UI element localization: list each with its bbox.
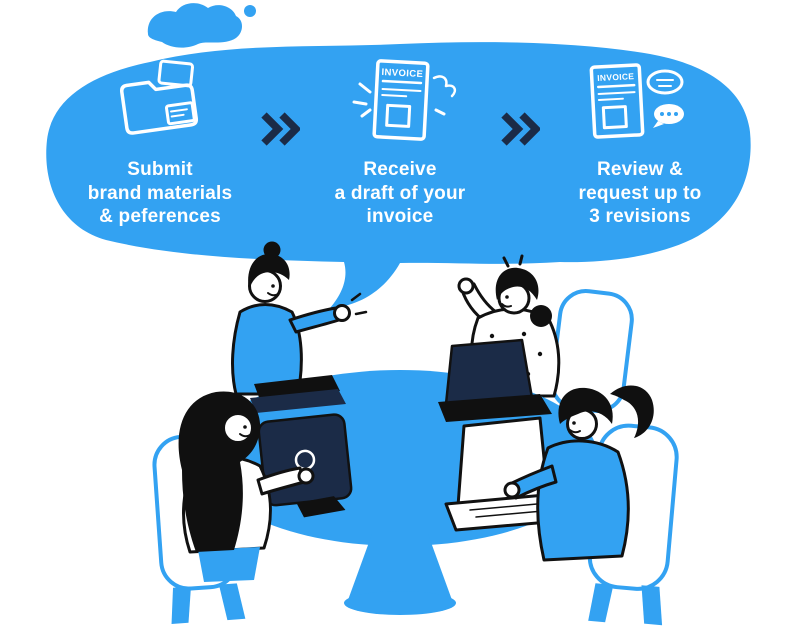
laptop	[257, 413, 353, 518]
bubble-body	[46, 42, 751, 308]
step-label: Submit brand materials & peferences	[87, 159, 233, 228]
process-steps: Submit brand materials & peferences INVO…	[62, 52, 738, 229]
bubble-dot	[244, 5, 256, 17]
step-label: Review & request up to 3 revisions	[578, 159, 702, 228]
table-pedestal	[344, 534, 456, 615]
step-review-revisions: INVOICE Review	[542, 52, 738, 229]
person-bottom-left	[178, 391, 315, 582]
invoice-doc-title: INVOICE	[597, 71, 635, 83]
person-bottom-right	[503, 385, 654, 562]
books	[250, 375, 346, 413]
invoice-review-icon: INVOICE	[585, 52, 695, 152]
double-chevron-right-icon	[258, 112, 302, 146]
laptop	[438, 338, 552, 422]
invoice-draft-icon: INVOICE	[340, 52, 460, 152]
bubble-puff	[147, 3, 242, 48]
step-label: Receive a draft of your invoice	[334, 159, 466, 228]
person-presenter	[231, 241, 368, 396]
step-submit-materials: Submit brand materials & peferences	[62, 52, 258, 229]
chat-bubbles-icon	[646, 69, 684, 128]
double-chevron-right-icon	[498, 112, 542, 146]
invoice-doc-title: INVOICE	[381, 67, 423, 80]
step-receive-draft: INVOICE Receive a draft of your invoice	[302, 52, 498, 229]
brand-materials-folder-icon	[112, 52, 208, 152]
